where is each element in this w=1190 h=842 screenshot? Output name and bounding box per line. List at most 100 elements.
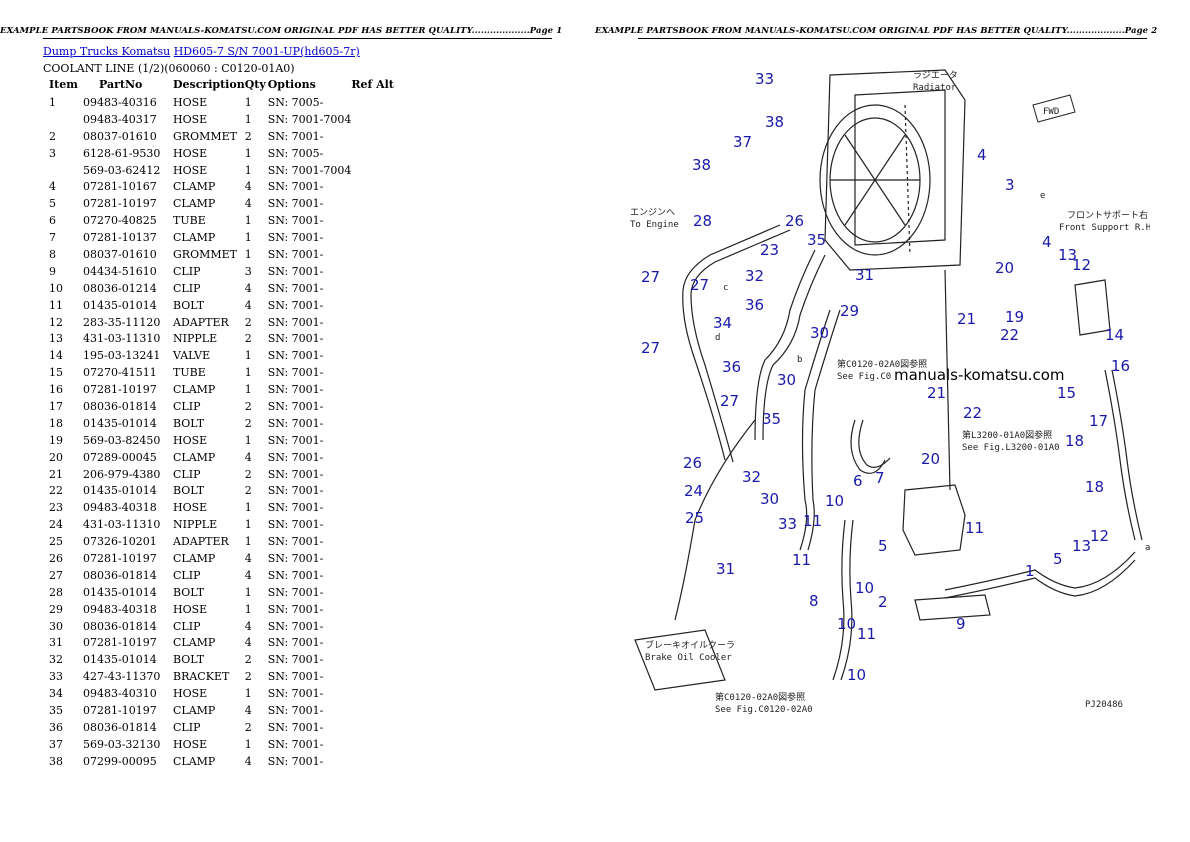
partno-cell: 01435-01014 — [83, 416, 157, 430]
item-cell: 30 — [49, 619, 63, 633]
description-cell: HOSE — [173, 112, 208, 126]
item-cell: 17 — [49, 399, 63, 413]
qty-cell: 1 — [244, 163, 252, 177]
svg-text:11: 11 — [803, 512, 822, 530]
qty-cell: 2 — [244, 332, 252, 346]
description-cell: CLAMP — [173, 383, 216, 397]
options-cell: SN: 7001- — [267, 231, 324, 245]
description-cell: CLIP — [173, 720, 201, 734]
svg-text:1: 1 — [1025, 562, 1035, 580]
options-cell: SN: 7001- — [267, 315, 324, 329]
item-cell: 9 — [49, 264, 56, 278]
ref-alt-cell — [351, 145, 411, 162]
item-cell: 38 — [49, 754, 63, 768]
connector-letter-a: a — [1145, 543, 1150, 553]
svg-text:22: 22 — [1000, 326, 1019, 344]
item-cell: 27 — [49, 568, 63, 582]
partno-cell: 09483-40318 — [83, 501, 157, 515]
description-cell: ADAPTER — [173, 315, 229, 329]
fig-ref-1-jp: 第C0120-02A0図参照 — [837, 358, 927, 370]
ref-alt-cell — [351, 162, 411, 179]
qty-cell: 1 — [244, 585, 252, 599]
qty-cell: 2 — [244, 467, 252, 481]
item-cell: 3 — [49, 146, 56, 160]
svg-text:14: 14 — [1105, 326, 1124, 344]
breadcrumb-link-dump-trucks[interactable]: Dump Trucks Komatsu — [43, 45, 171, 58]
partno-cell: 431-03-11310 — [83, 332, 161, 346]
item-cell — [43, 111, 83, 128]
item-cell: 8 — [49, 247, 56, 261]
partno-cell: 195-03-13241 — [83, 349, 161, 363]
brake-cooler-label-en: Brake Oil Cooler — [645, 653, 732, 663]
fig-ref-3-jp: 第C0120-02A0図参照 — [715, 691, 805, 703]
fig-ref-2-en: See Fig.L3200-01A0 — [962, 443, 1060, 453]
page-2-header: EXAMPLE PARTSBOOK FROM MANUALS-KOMATSU.C… — [595, 26, 1157, 36]
item-cell: 34 — [49, 687, 63, 701]
partno-cell: 08036-01814 — [83, 720, 157, 734]
qty-cell: 2 — [244, 653, 252, 667]
partno-cell: 01435-01014 — [83, 298, 157, 312]
svg-text:37: 37 — [733, 133, 752, 151]
ref-alt-cell — [351, 651, 411, 668]
svg-text:29: 29 — [840, 302, 859, 320]
options-cell: SN: 7001- — [267, 180, 324, 194]
svg-text:11: 11 — [965, 519, 984, 537]
svg-text:13: 13 — [1058, 246, 1077, 264]
ref-alt-cell — [351, 516, 411, 533]
qty-cell: 1 — [244, 214, 252, 228]
options-cell: SN: 7001- — [267, 585, 324, 599]
col-header-partno: PartNo — [99, 77, 143, 91]
ref-alt-cell — [351, 482, 411, 499]
description-cell: BOLT — [173, 484, 205, 498]
item-cell: 16 — [49, 383, 63, 397]
col-header-ref-alt: Ref Alt — [351, 77, 394, 91]
options-cell: SN: 7001- — [267, 535, 324, 549]
item-cell: 21 — [49, 467, 63, 481]
description-cell: HOSE — [173, 163, 208, 177]
radiator-label-en: Radiator — [913, 83, 957, 93]
qty-cell: 2 — [244, 670, 252, 684]
item-cell: 1 — [49, 95, 56, 109]
description-cell: CLIP — [173, 281, 201, 295]
qty-cell: 2 — [244, 129, 252, 143]
qty-cell: 4 — [244, 619, 252, 633]
header-text: EXAMPLE PARTSBOOK FROM MANUALS-KOMATSU.C… — [0, 26, 530, 36]
options-cell: SN: 7001-7004 — [267, 163, 352, 177]
svg-text:5: 5 — [878, 537, 888, 555]
item-cell: 31 — [49, 636, 63, 650]
options-cell: SN: 7001- — [267, 670, 324, 684]
svg-text:2: 2 — [878, 593, 888, 611]
options-cell: SN: 7001- — [267, 653, 324, 667]
partno-cell: 07281-10197 — [83, 636, 157, 650]
ref-alt-cell — [351, 178, 411, 195]
qty-cell: 4 — [244, 180, 252, 194]
parts-table: Item PartNo Description Qty Options Ref … — [43, 76, 411, 770]
svg-text:5: 5 — [1053, 550, 1063, 568]
description-cell: ADAPTER — [173, 535, 229, 549]
options-cell: SN: 7001- — [267, 619, 324, 633]
engine-label-en: To Engine — [630, 220, 679, 230]
item-cell: 23 — [49, 501, 63, 515]
ref-alt-cell — [351, 736, 411, 753]
description-cell: CLIP — [173, 467, 201, 481]
partno-cell: 07281-10197 — [83, 383, 157, 397]
description-cell: BOLT — [173, 653, 205, 667]
qty-cell: 1 — [244, 366, 252, 380]
partno-cell: 07299-00095 — [83, 754, 157, 768]
description-cell: BOLT — [173, 416, 205, 430]
item-cell: 18 — [49, 416, 63, 430]
partno-cell: 07281-10197 — [83, 551, 157, 565]
options-cell: SN: 7001- — [267, 568, 324, 582]
breadcrumb-link-model[interactable]: HD605-7 S/N 7001-UP(hd605-7r) — [173, 45, 360, 58]
